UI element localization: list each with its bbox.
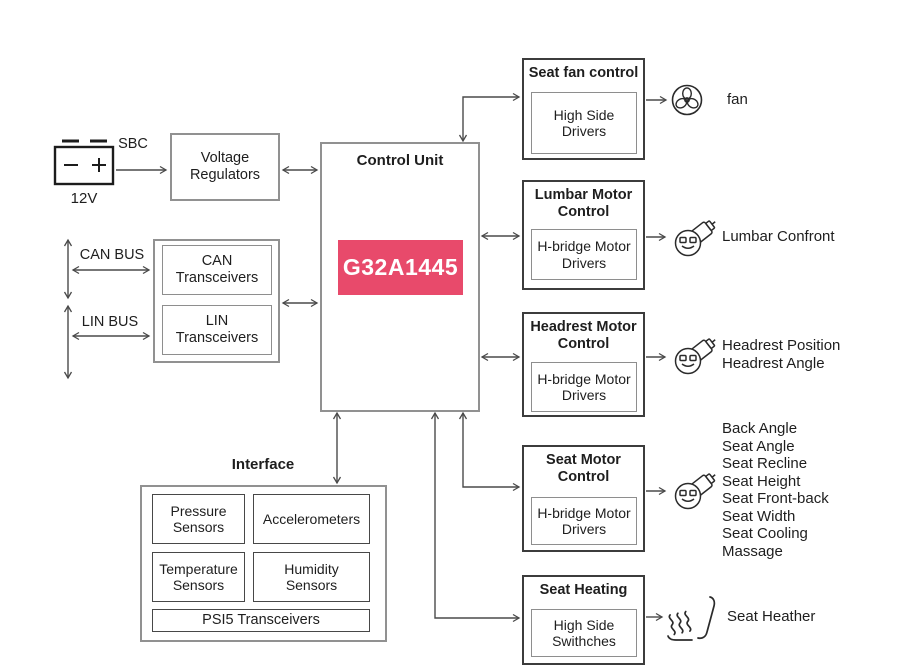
psi5-transceivers-box: PSI5 Transceivers bbox=[152, 609, 370, 632]
can-bus-label: CAN BUS bbox=[79, 247, 145, 263]
motor-icon bbox=[674, 333, 721, 375]
output-label: Seat Height bbox=[722, 472, 801, 490]
output-labels-headrest: Headrest Position Headrest Angle bbox=[722, 337, 840, 373]
lin-bus-label: LIN BUS bbox=[81, 314, 139, 330]
module-title: Seat Heating bbox=[539, 582, 628, 598]
module-driver-box: H-bridge Motor Drivers bbox=[531, 362, 637, 412]
interface-title: Interface bbox=[231, 456, 295, 473]
output-label: Seat Recline bbox=[722, 455, 808, 472]
output-label-lumbar: Lumbar Confront bbox=[722, 228, 835, 245]
module-title: Seat Motor Control bbox=[546, 452, 621, 485]
control-unit-title: Control Unit bbox=[356, 152, 444, 169]
motor-icon bbox=[674, 215, 721, 257]
voltage-regulators-box: Voltage Regulators bbox=[170, 133, 280, 201]
transceivers-group-box bbox=[153, 239, 280, 363]
temperature-sensors-box: Temperature Sensors bbox=[152, 552, 245, 602]
module-driver-box: High Side Drivers bbox=[531, 92, 637, 154]
module-driver-box: H-bridge Motor Drivers bbox=[531, 229, 637, 280]
output-label: Headrest Angle bbox=[722, 355, 825, 372]
output-label-seat-heater: Seat Heather bbox=[727, 608, 816, 625]
output-label: Seat Width bbox=[722, 507, 796, 525]
connector-control-unit-seat-motor bbox=[458, 411, 521, 492]
output-label-fan: fan bbox=[727, 91, 748, 108]
module-driver-box: High Side Swithches bbox=[531, 609, 637, 657]
module-driver-box: H-bridge Motor Drivers bbox=[531, 497, 637, 545]
output-label: Seat Front-back bbox=[722, 490, 829, 507]
connector-control-unit-seat-fan bbox=[458, 92, 521, 143]
humidity-sensors-box: Humidity Sensors bbox=[253, 552, 370, 602]
chip-name-badge: G32A1445 bbox=[338, 240, 463, 295]
seat-heater-icon bbox=[667, 596, 716, 641]
module-seat-motor-control: Seat Motor Control H-bridge Motor Driver… bbox=[522, 445, 645, 552]
pressure-sensors-box: Pressure Sensors bbox=[152, 494, 245, 544]
fan-icon bbox=[671, 84, 703, 116]
output-labels-seat-motor: Back Angle Seat Angle Seat Recline Seat … bbox=[722, 420, 829, 560]
battery-voltage-label: 12V bbox=[70, 190, 98, 207]
lin-transceivers-box: LIN Transceivers bbox=[162, 305, 272, 355]
module-title: Headrest Motor Control bbox=[530, 319, 637, 352]
module-seat-fan-control: Seat fan control High Side Drivers bbox=[522, 58, 645, 160]
accelerometers-box: Accelerometers bbox=[253, 494, 370, 544]
module-title: Seat fan control bbox=[528, 65, 639, 81]
can-transceivers-box: CAN Transceivers bbox=[162, 245, 272, 295]
output-label: Massage bbox=[722, 542, 783, 560]
motor-icon bbox=[674, 468, 721, 510]
module-lumbar-motor-control: Lumbar Motor Control H-bridge Motor Driv… bbox=[522, 180, 645, 290]
connectors bbox=[63, 92, 668, 623]
module-headrest-motor-control: Headrest Motor Control H-bridge Motor Dr… bbox=[522, 312, 645, 417]
output-label: Seat Cooling bbox=[722, 525, 808, 542]
module-title: Lumbar Motor Control bbox=[534, 187, 633, 220]
output-label: Headrest Position bbox=[722, 337, 841, 354]
sbc-label: SBC bbox=[118, 136, 148, 152]
module-seat-heating: Seat Heating High Side Swithches bbox=[522, 575, 645, 665]
output-label: Back Angle bbox=[722, 420, 798, 437]
output-label: Seat Angle bbox=[722, 437, 795, 455]
interface-group-box bbox=[140, 485, 387, 642]
connector-control-unit-seat-heating bbox=[430, 411, 521, 623]
battery-icon bbox=[53, 139, 115, 186]
